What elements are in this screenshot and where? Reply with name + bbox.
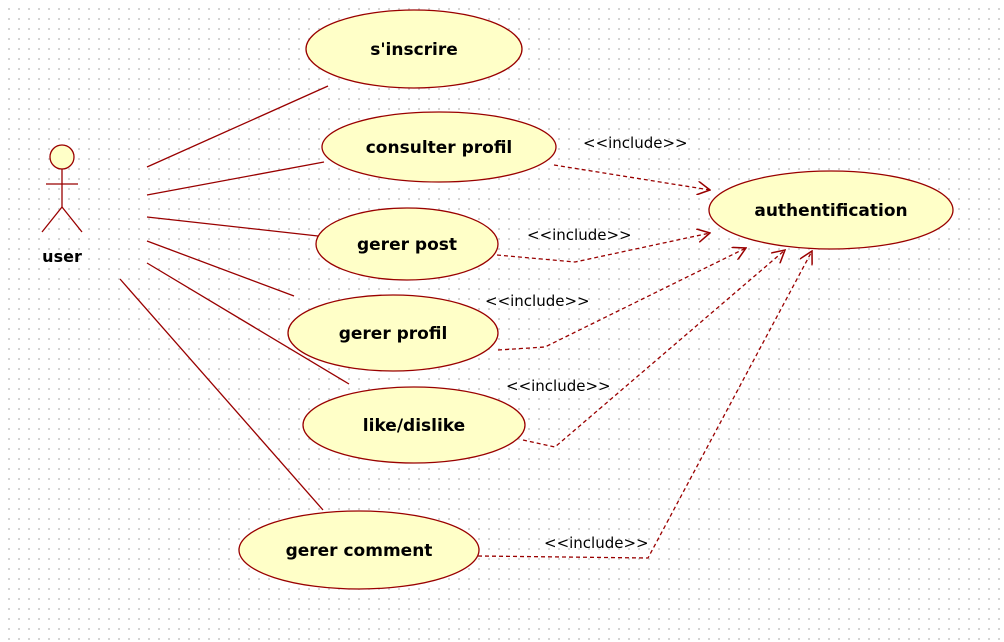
include-label: <<include>> xyxy=(485,292,590,310)
use-case-gerer-comment[interactable]: gerer comment xyxy=(238,510,480,590)
association-gerer-comment xyxy=(119,278,324,511)
use-case-label: s'inscrire xyxy=(370,40,458,60)
use-case-like-dislike[interactable]: like/dislike xyxy=(302,386,526,464)
include-arrow-gerer-profil xyxy=(497,248,746,351)
association-like-dislike xyxy=(146,262,350,385)
association-gerer-profil xyxy=(146,240,295,297)
use-case-gerer-profil[interactable]: gerer profil xyxy=(287,294,499,372)
use-case-label: like/dislike xyxy=(363,416,465,436)
use-case-authentification[interactable]: authentification xyxy=(708,170,954,250)
association-sinscrire xyxy=(146,85,329,168)
use-case-label: gerer post xyxy=(357,235,457,255)
include-arrow-gerer-post xyxy=(496,233,710,263)
include-arrow-consulter-profil xyxy=(553,164,710,190)
use-case-label: gerer comment xyxy=(286,541,433,561)
use-case-label: authentification xyxy=(754,201,907,221)
actor-head xyxy=(49,144,75,170)
include-label: <<include>> xyxy=(527,226,632,244)
actor-left-leg xyxy=(41,206,63,233)
include-arrow-like-dislike xyxy=(522,250,785,448)
use-case-consulter-profil[interactable]: consulter profil xyxy=(321,111,557,183)
include-relations xyxy=(477,164,812,559)
include-arrow-gerer-comment xyxy=(477,251,812,559)
associations xyxy=(119,85,350,511)
include-label: <<include>> xyxy=(583,134,688,152)
include-label: <<include>> xyxy=(506,377,611,395)
use-case-label: consulter profil xyxy=(366,138,513,158)
actor-label: user xyxy=(42,247,82,266)
actor-right-leg xyxy=(61,206,83,233)
actor-user[interactable]: user xyxy=(41,144,83,266)
use-case-sinscrire[interactable]: s'inscrire xyxy=(305,9,523,89)
association-consulter-profil xyxy=(146,161,325,196)
association-gerer-post xyxy=(146,216,319,237)
include-labels: <<include>> <<include>> <<include>> <<in… xyxy=(485,134,688,552)
include-label: <<include>> xyxy=(544,534,649,552)
use-case-label: gerer profil xyxy=(339,324,448,344)
use-case-gerer-post[interactable]: gerer post xyxy=(315,207,499,281)
